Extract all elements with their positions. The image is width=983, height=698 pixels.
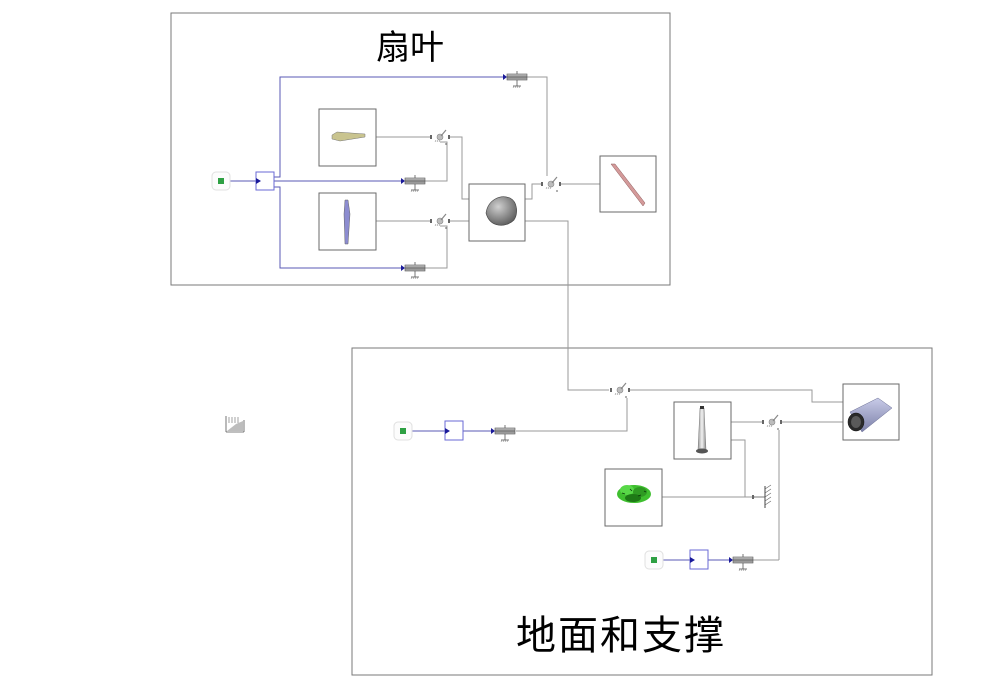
blade-vertical-icon (343, 199, 351, 245)
subsystem-title-fan: 扇叶 (376, 28, 444, 68)
subsystem-frame-fan[interactable] (170, 12, 671, 286)
blade-2-block[interactable] (318, 192, 377, 251)
fan-actuator-mid[interactable] (400, 174, 426, 193)
ground-converter-2-block[interactable] (689, 549, 709, 570)
ground-input-1-block[interactable] (393, 421, 413, 441)
revolute-joint-3[interactable] (540, 176, 562, 193)
revolute-joint-5[interactable] (761, 414, 783, 431)
blade-3-block[interactable] (599, 155, 657, 213)
pole-block[interactable] (673, 401, 732, 460)
subsystem-frame-ground[interactable] (351, 347, 933, 676)
ground-converter-1-block[interactable] (444, 420, 464, 441)
signal-lines-ground (412, 430, 729, 561)
physical-lines-ground (516, 389, 843, 561)
grass-block[interactable] (604, 468, 663, 527)
fan-input-block[interactable] (211, 171, 231, 191)
revolute-joint-4[interactable] (609, 382, 631, 399)
physical-lines-fan (376, 76, 609, 391)
cylinder-icon (847, 397, 893, 433)
hub-icon (485, 196, 517, 226)
pole-icon (696, 406, 708, 454)
signal-lines-fan (230, 76, 503, 269)
ground-actuator-2[interactable] (728, 553, 754, 572)
hub-block[interactable] (468, 183, 526, 242)
world-frame-block[interactable] (752, 484, 772, 508)
fan-actuator-bottom[interactable] (400, 261, 426, 280)
ground-input-2-block[interactable] (644, 550, 664, 570)
motor-housing-block[interactable] (842, 383, 900, 441)
ground-actuator-1[interactable] (490, 424, 516, 443)
blade-1-block[interactable] (318, 108, 377, 167)
mechanism-config-block[interactable] (225, 414, 245, 433)
config-icon (227, 421, 243, 431)
blade-horizontal-icon (331, 131, 366, 142)
fan-actuator-top[interactable] (502, 70, 528, 89)
blade-diagonal-icon (610, 163, 646, 207)
grass-icon (617, 485, 651, 503)
fan-demux-block[interactable] (255, 171, 275, 191)
subsystem-title-ground: 地面和支撑 (516, 613, 726, 659)
